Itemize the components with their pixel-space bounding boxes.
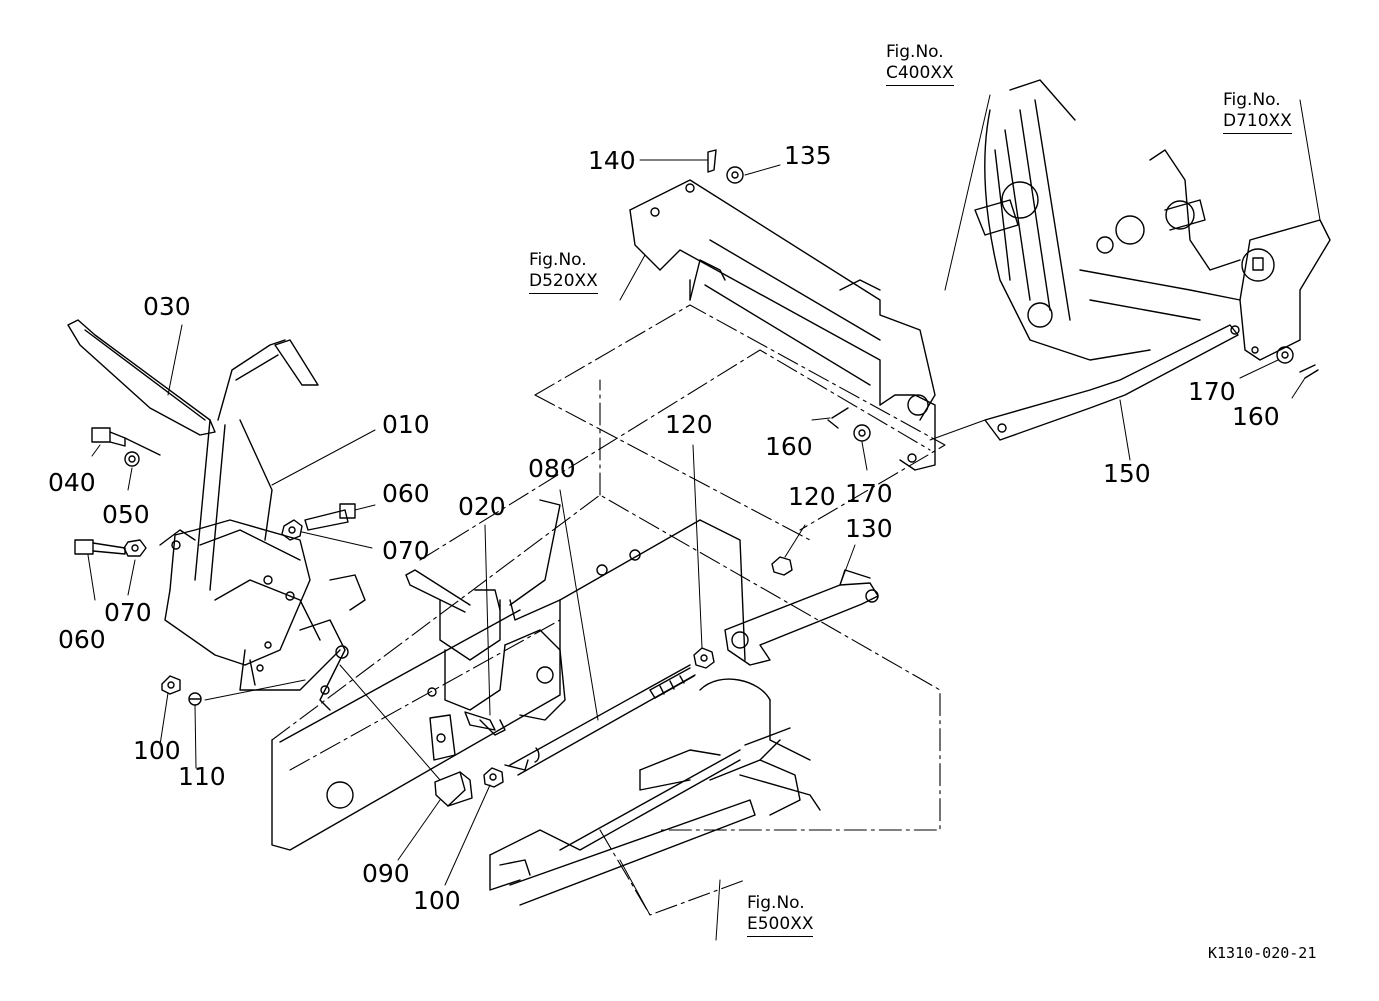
nut-120-lower bbox=[694, 648, 714, 668]
reference-code: E500XX bbox=[747, 914, 814, 937]
lower-brake-assembly bbox=[490, 728, 820, 905]
reference-prefix: Fig.No. bbox=[1223, 90, 1281, 110]
figure-reference-c400: Fig.No. C400XX bbox=[886, 42, 954, 86]
pin-160-right bbox=[1300, 365, 1318, 378]
cross-bracket bbox=[630, 180, 935, 470]
pivot-bracket-020 bbox=[406, 500, 565, 720]
callout-070-right: 070 bbox=[382, 536, 430, 565]
pedal-bracket-plate bbox=[160, 520, 365, 710]
brake-pedal-arm bbox=[68, 320, 318, 590]
washer-135 bbox=[727, 167, 743, 183]
nut-120-upper bbox=[772, 557, 792, 575]
callout-170-right: 170 bbox=[1188, 377, 1236, 406]
callout-080: 080 bbox=[528, 454, 576, 483]
nut-070-right bbox=[282, 520, 302, 540]
figure-reference-d710: Fig.No. D710XX bbox=[1223, 90, 1292, 134]
nut-100-left bbox=[162, 676, 180, 694]
callout-090: 090 bbox=[362, 859, 410, 888]
washer-050 bbox=[125, 452, 139, 466]
reference-prefix: Fig.No. bbox=[886, 42, 944, 62]
callout-160-right: 160 bbox=[1232, 402, 1280, 431]
reference-code: C400XX bbox=[886, 63, 954, 86]
callout-140: 140 bbox=[588, 146, 636, 175]
callout-030: 030 bbox=[143, 292, 191, 321]
callout-060-right: 060 bbox=[382, 479, 430, 508]
bolt-060-right bbox=[305, 504, 355, 530]
nut-100-lower bbox=[484, 768, 503, 787]
nut-070-left bbox=[124, 540, 146, 556]
reference-prefix: Fig.No. bbox=[529, 250, 587, 270]
figure-reference-e500: Fig.No. E500XX bbox=[747, 893, 814, 937]
callout-120-upper: 120 bbox=[788, 482, 836, 511]
reference-code: D710XX bbox=[1223, 111, 1292, 134]
bolt-040 bbox=[92, 428, 160, 455]
pin-160-left bbox=[828, 408, 848, 428]
callout-170-left: 170 bbox=[845, 479, 893, 508]
callout-100-lower: 100 bbox=[413, 886, 461, 915]
callout-135: 135 bbox=[784, 141, 832, 170]
callout-070-left: 070 bbox=[104, 598, 152, 627]
callout-160-left: 160 bbox=[765, 432, 813, 461]
reference-code: D520XX bbox=[529, 271, 598, 294]
callout-020: 020 bbox=[458, 492, 506, 521]
callout-010: 010 bbox=[382, 410, 430, 439]
bolt-060-left bbox=[75, 540, 125, 554]
callout-150: 150 bbox=[1103, 459, 1151, 488]
callout-110: 110 bbox=[178, 762, 226, 791]
washer-170-right bbox=[1277, 347, 1293, 363]
clip-plate bbox=[430, 715, 455, 760]
transmission-housing bbox=[975, 80, 1330, 360]
clevis-pin-090 bbox=[435, 772, 472, 806]
callout-130: 130 bbox=[845, 514, 893, 543]
washer-110 bbox=[189, 693, 201, 705]
figure-reference-d520: Fig.No. D520XX bbox=[529, 250, 598, 294]
figure-code: K1310-020-21 bbox=[1208, 944, 1317, 962]
callout-050: 050 bbox=[102, 500, 150, 529]
brake-rod-080 bbox=[505, 665, 695, 775]
link-arm-130 bbox=[725, 570, 878, 665]
pin-140 bbox=[708, 150, 716, 172]
callout-040: 040 bbox=[48, 468, 96, 497]
frame-plate bbox=[272, 520, 810, 850]
leader-lines bbox=[88, 95, 1320, 940]
callout-060-left: 060 bbox=[58, 625, 106, 654]
reference-prefix: Fig.No. bbox=[747, 893, 805, 913]
bolt-under-020 bbox=[428, 688, 505, 735]
callout-120-lower: 120 bbox=[665, 410, 713, 439]
callout-100-left: 100 bbox=[133, 736, 181, 765]
washer-170-left bbox=[854, 425, 870, 441]
brake-rod-150 bbox=[985, 325, 1239, 440]
